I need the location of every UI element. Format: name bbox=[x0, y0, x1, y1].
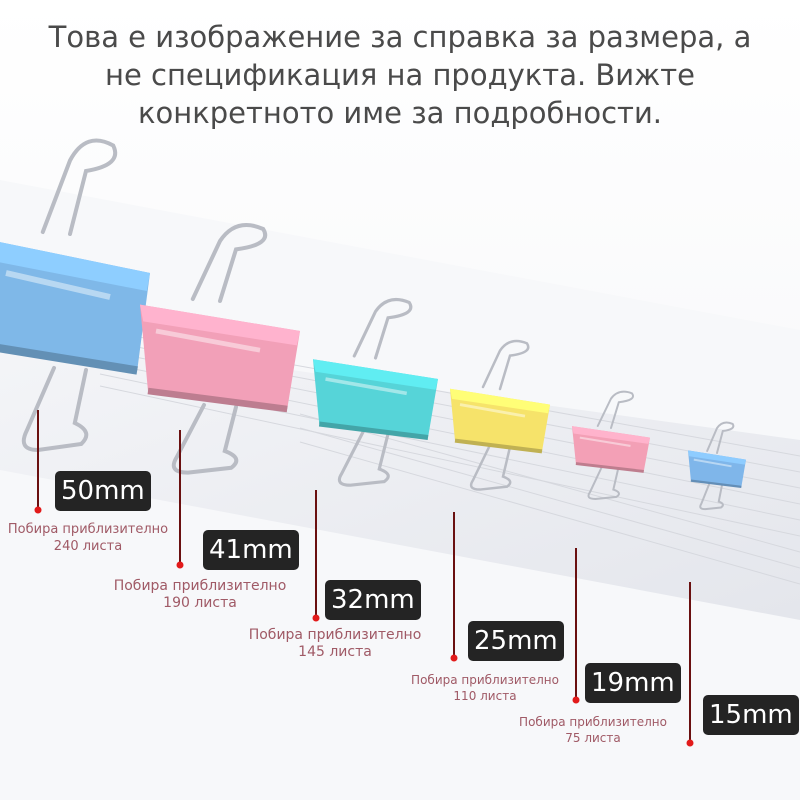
marker-dot bbox=[176, 561, 184, 569]
clip-shadow bbox=[575, 462, 644, 473]
marker-41mm bbox=[176, 430, 184, 569]
clip-handle-top bbox=[481, 339, 530, 391]
capacity-line-2: 110 листа bbox=[453, 689, 517, 703]
binder-clip-32mm bbox=[313, 297, 438, 487]
binder-clip-50mm bbox=[0, 138, 150, 453]
size-badge-32mm: 32mm bbox=[325, 580, 421, 620]
binder-clip-25mm bbox=[450, 339, 550, 491]
clip-shadow bbox=[690, 479, 742, 489]
marker-32mm bbox=[312, 490, 320, 622]
capacity-line-2: 240 листа bbox=[53, 539, 123, 554]
clip-lip bbox=[0, 242, 150, 291]
marker-50mm bbox=[34, 410, 42, 514]
capacity-label-32mm: Побира приблизително 145 листа bbox=[235, 627, 435, 661]
marker-15mm bbox=[686, 582, 694, 747]
clip-shadow bbox=[318, 421, 429, 440]
clip-lip bbox=[140, 304, 300, 346]
capacity-line-2: 145 листа bbox=[298, 644, 372, 660]
marker-lines bbox=[34, 410, 694, 747]
clip-handle-top bbox=[706, 421, 735, 454]
capacity-label-19mm: Побира приблизително 75 листа bbox=[508, 714, 678, 746]
clip-handle-bottom bbox=[21, 366, 89, 453]
clip-handle-bottom bbox=[699, 478, 724, 511]
size-badge-25mm: 25mm bbox=[468, 621, 564, 661]
clip-lip bbox=[688, 450, 746, 465]
clip-lip bbox=[572, 426, 650, 444]
marker-dot bbox=[34, 506, 42, 514]
clip-handle-top bbox=[352, 297, 413, 360]
notice-line-3: конкретното име за подробности. bbox=[137, 96, 663, 130]
capacity-label-50mm: Побира приблизително 240 листа bbox=[6, 521, 170, 555]
binder-clip-41mm bbox=[140, 223, 300, 475]
size-notice: Това е изображение за справка за размера… bbox=[0, 18, 800, 132]
clip-handle-top bbox=[40, 138, 118, 236]
clip-handle-bottom bbox=[587, 463, 620, 500]
marker-dot bbox=[312, 614, 320, 622]
capacity-line-1: Побира приблизително bbox=[411, 673, 559, 687]
clip-lip bbox=[313, 359, 438, 390]
clip-highlight bbox=[693, 458, 732, 468]
notice-line-2: не спецификация на продукта. Вижте bbox=[104, 58, 696, 92]
clip-handle-bottom bbox=[469, 443, 512, 491]
binder-clip-15mm bbox=[688, 421, 746, 511]
marker-19mm bbox=[572, 548, 580, 704]
size-badge-50mm: 50mm bbox=[55, 471, 151, 511]
marker-dot bbox=[572, 696, 580, 704]
clip-shadow bbox=[0, 344, 138, 375]
capacity-line-1: Побира приблизително bbox=[113, 578, 287, 594]
binder-clips bbox=[0, 138, 746, 511]
marker-dot bbox=[450, 654, 458, 662]
binder-clip-19mm bbox=[572, 390, 650, 500]
size-badge-19mm: 19mm bbox=[585, 663, 681, 703]
clip-highlight bbox=[5, 270, 111, 300]
size-badge-15mm: 15mm bbox=[703, 695, 799, 735]
clip-handle-top bbox=[596, 390, 634, 429]
clip-shadow bbox=[147, 387, 288, 413]
capacity-line-1: Побира приблизително bbox=[7, 522, 169, 537]
capacity-label-41mm: Побира приблизително 190 листа bbox=[100, 578, 300, 612]
marker-dot bbox=[686, 739, 694, 747]
clip-lip bbox=[450, 388, 550, 414]
clip-highlight bbox=[155, 328, 261, 353]
paper-stack-edge bbox=[0, 330, 800, 620]
clip-highlight bbox=[579, 436, 631, 447]
capacity-line-2: 190 листа bbox=[163, 595, 237, 611]
clip-handle-bottom bbox=[337, 430, 390, 487]
capacity-line-1: Побира приблизително bbox=[519, 715, 667, 729]
size-badge-41mm: 41mm bbox=[203, 530, 299, 570]
clip-handle-bottom bbox=[171, 403, 239, 475]
notice-line-1: Това е изображение за справка за размера… bbox=[48, 20, 752, 54]
capacity-label-25mm: Побира приблизително 110 листа bbox=[400, 672, 570, 704]
clip-highlight bbox=[325, 377, 408, 396]
clip-shadow bbox=[454, 438, 543, 454]
capacity-line-2: 75 листа bbox=[565, 731, 621, 745]
capacity-line-1: Побира приблизително bbox=[248, 627, 422, 643]
clip-highlight bbox=[459, 403, 526, 418]
marker-25mm bbox=[450, 512, 458, 662]
clip-handle-top bbox=[190, 223, 268, 303]
